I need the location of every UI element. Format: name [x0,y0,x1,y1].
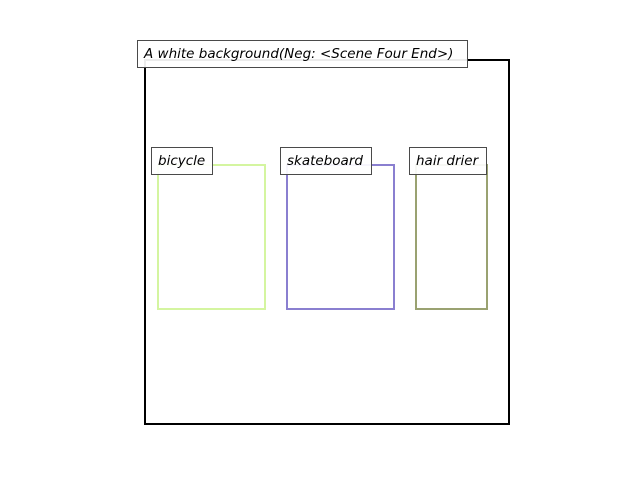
hair-drier-box [415,164,488,310]
skateboard-label: skateboard [280,147,372,175]
scene-frame [144,59,510,425]
bicycle-box [157,164,266,310]
scene-caption: A white background(Neg: <Scene Four End>… [137,40,468,68]
bicycle-label: bicycle [151,147,213,175]
skateboard-box [286,164,395,310]
hair-drier-label: hair drier [409,147,487,175]
